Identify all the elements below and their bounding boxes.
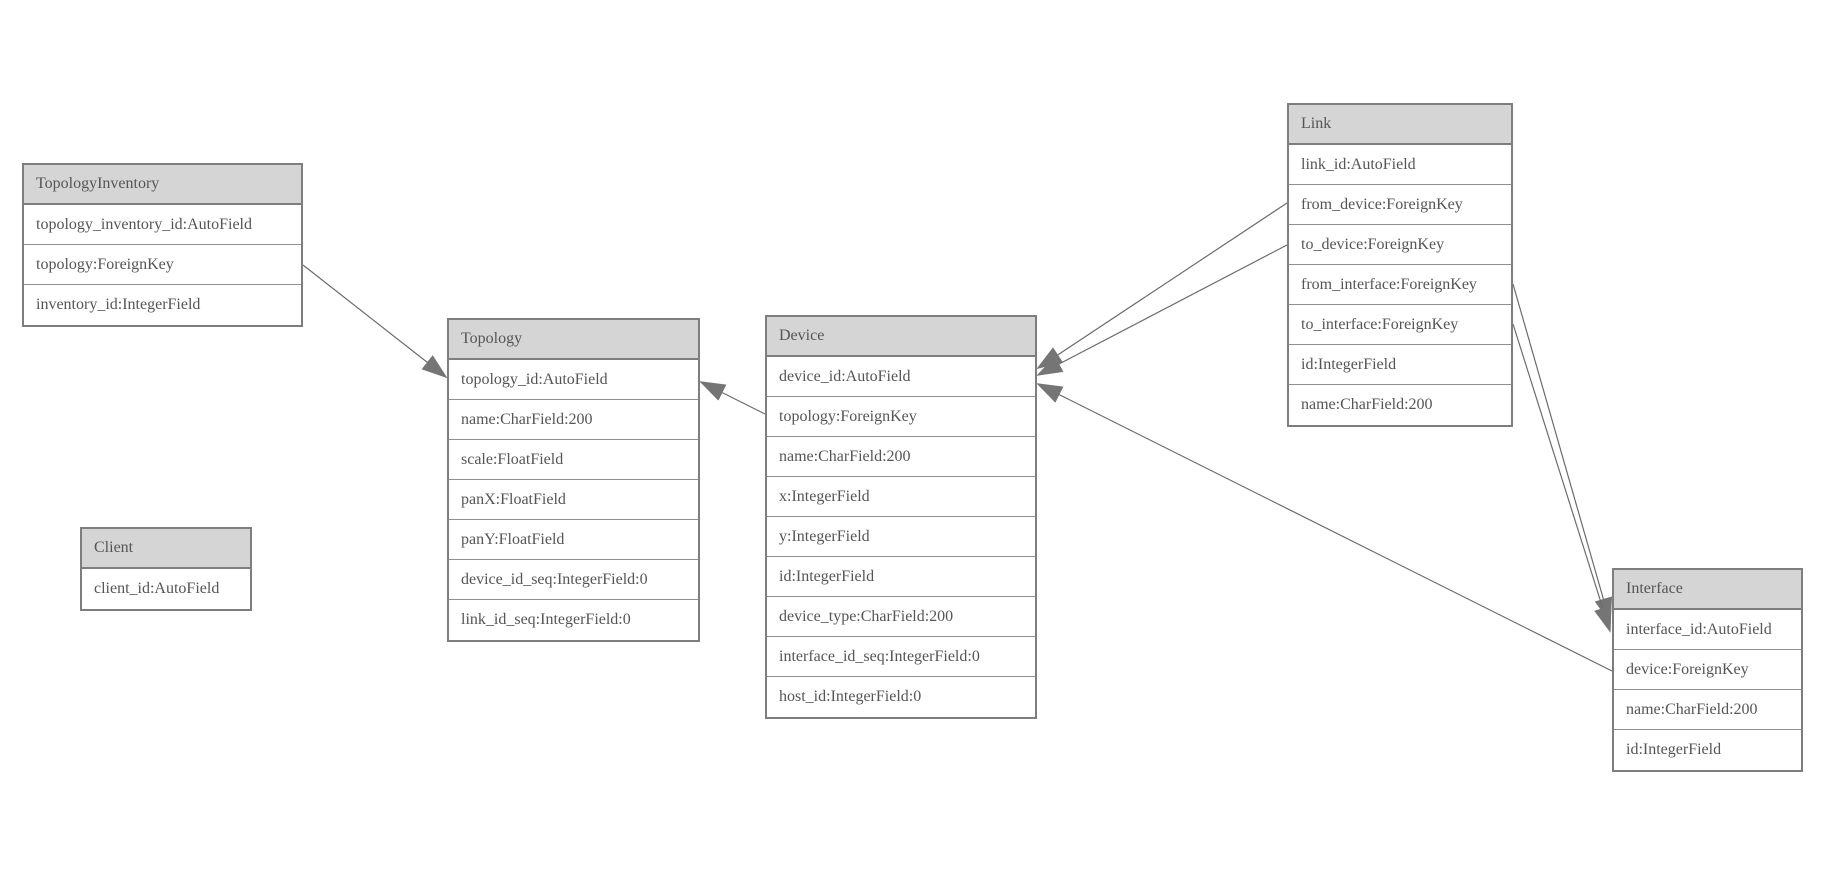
- field-row-y: y:IntegerField: [767, 517, 1035, 557]
- relation-link-from_device-device: [1036, 202, 1288, 370]
- field-row-topology_id: topology_id:AutoField: [449, 360, 698, 400]
- field-row-device_type: device_type:CharField:200: [767, 597, 1035, 637]
- field-row-client_id: client_id:AutoField: [82, 569, 250, 609]
- relation-topologyinventory-topology: [302, 264, 448, 379]
- field-row-panX: panX:FloatField: [449, 480, 698, 520]
- field-row-link_id_seq: link_id_seq:IntegerField:0: [449, 600, 698, 640]
- relation-interface-device: [1036, 383, 1613, 672]
- field-row-id: id:IntegerField: [1289, 345, 1511, 385]
- field-row-id: id:IntegerField: [767, 557, 1035, 597]
- field-row-device_id: device_id:AutoField: [767, 357, 1035, 397]
- relation-link-from_interface-interface: [1512, 283, 1613, 624]
- table-header-client: Client: [82, 529, 250, 569]
- field-row-id: id:IntegerField: [1614, 730, 1801, 770]
- field-row-name: name:CharField:200: [1614, 690, 1801, 730]
- field-row-topology: topology:ForeignKey: [767, 397, 1035, 437]
- field-row-name: name:CharField:200: [1289, 385, 1511, 425]
- relation-link-to_device-device: [1036, 244, 1288, 376]
- table-header-topologyinventory: TopologyInventory: [24, 165, 301, 205]
- table-header-device: Device: [767, 317, 1035, 357]
- table-header-topology: Topology: [449, 320, 698, 360]
- field-row-host_id: host_id:IntegerField:0: [767, 677, 1035, 717]
- table-header-link: Link: [1289, 105, 1511, 145]
- field-row-to_device: to_device:ForeignKey: [1289, 225, 1511, 265]
- field-row-from_device: from_device:ForeignKey: [1289, 185, 1511, 225]
- field-row-link_id: link_id:AutoField: [1289, 145, 1511, 185]
- field-row-name: name:CharField:200: [449, 400, 698, 440]
- field-row-interface_id_seq: interface_id_seq:IntegerField:0: [767, 637, 1035, 677]
- field-row-to_interface: to_interface:ForeignKey: [1289, 305, 1511, 345]
- field-row-topology: topology:ForeignKey: [24, 245, 301, 285]
- field-row-x: x:IntegerField: [767, 477, 1035, 517]
- field-row-topology_inventory_id: topology_inventory_id:AutoField: [24, 205, 301, 245]
- field-row-interface_id: interface_id:AutoField: [1614, 610, 1801, 650]
- field-row-inventory_id: inventory_id:IntegerField: [24, 285, 301, 325]
- field-row-from_interface: from_interface:ForeignKey: [1289, 265, 1511, 305]
- field-row-panY: panY:FloatField: [449, 520, 698, 560]
- field-row-name: name:CharField:200: [767, 437, 1035, 477]
- field-row-device: device:ForeignKey: [1614, 650, 1801, 690]
- relation-device-topology: [699, 381, 766, 415]
- field-row-device_id_seq: device_id_seq:IntegerField:0: [449, 560, 698, 600]
- relation-link-to_interface-interface: [1512, 323, 1612, 633]
- table-header-interface: Interface: [1614, 570, 1801, 610]
- field-row-scale: scale:FloatField: [449, 440, 698, 480]
